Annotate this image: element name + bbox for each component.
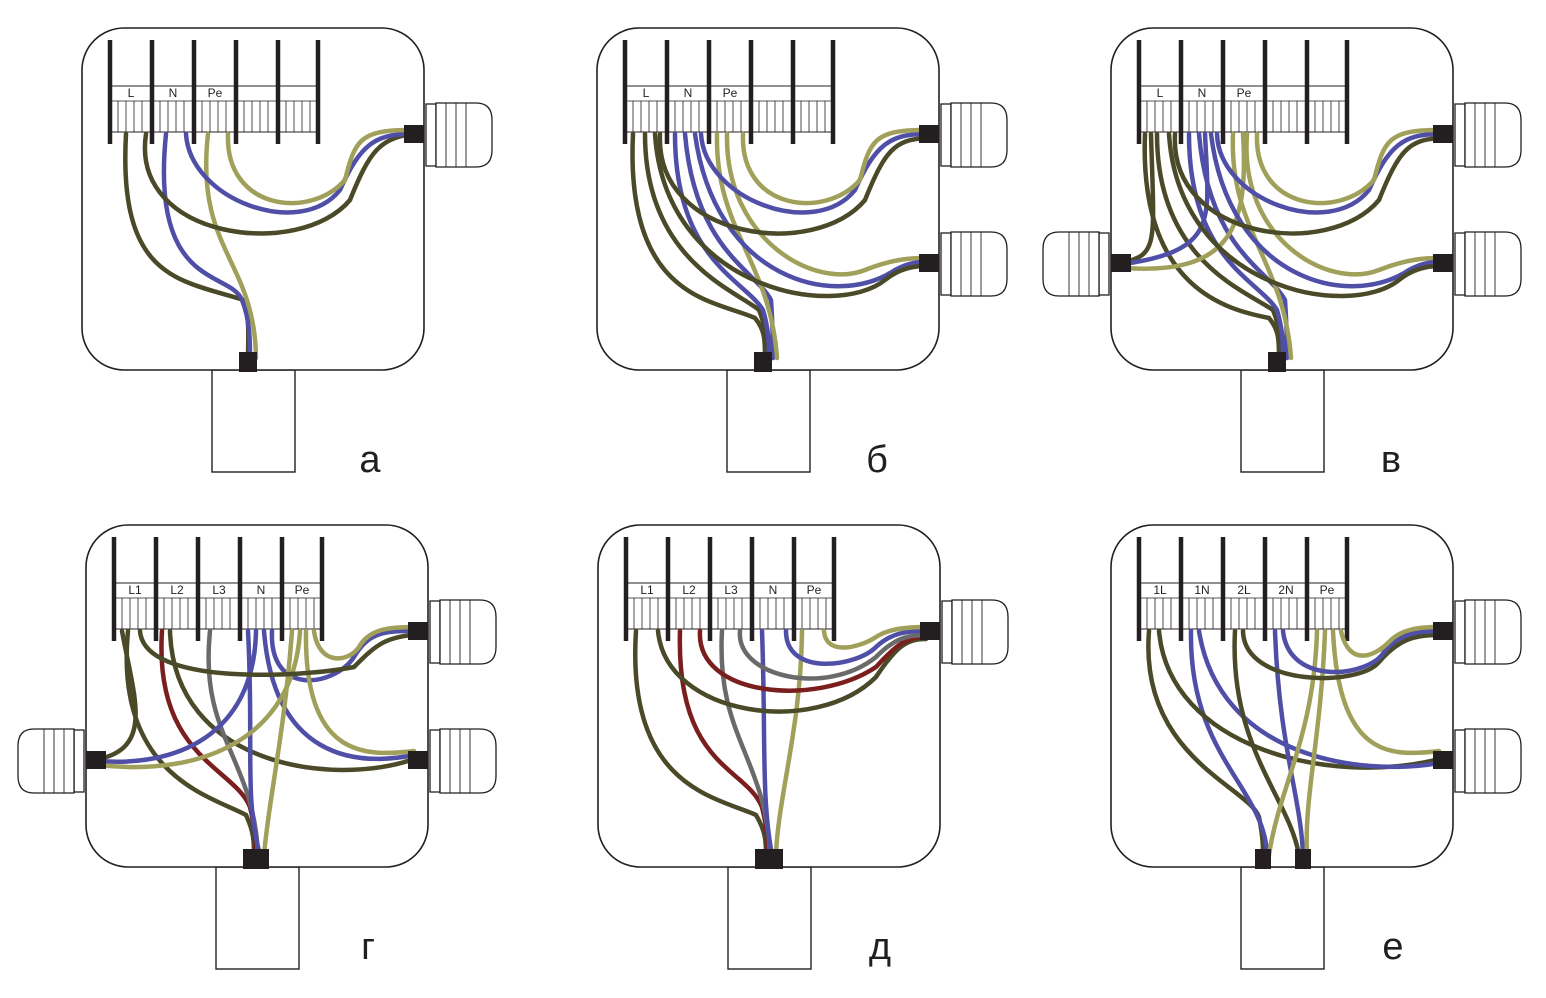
- wires: [1146, 622, 1453, 869]
- panel-caption: г: [361, 926, 375, 968]
- conduit-pipe: [1240, 866, 1325, 970]
- panel-caption: д: [869, 926, 891, 968]
- cable-gland-left: [1042, 231, 1110, 297]
- panel-a: L N Pe а: [81, 27, 493, 481]
- cable-gland-right-top: [425, 102, 493, 168]
- terminal-label-2: N: [169, 86, 178, 100]
- terminal-label-5: Pe: [295, 583, 310, 597]
- wires: [630, 125, 939, 372]
- wires: [632, 622, 940, 869]
- terminal-block: L N Pe: [1136, 40, 1350, 144]
- terminal-label-5: Pe: [807, 583, 822, 597]
- terminal-label-3: Pe: [1237, 86, 1252, 100]
- panel-b: L N Pe б: [596, 27, 1008, 481]
- junction-box: [1110, 27, 1454, 371]
- cable-gland-right-top: [941, 599, 1009, 665]
- conduit-pipe: [1240, 369, 1325, 473]
- panel-f: 1L 1N 2L 2N Pe е: [1110, 524, 1522, 970]
- panel-caption: е: [1382, 926, 1403, 968]
- conduit-pipe: [211, 369, 296, 473]
- cable-gland-right-bottom: [429, 728, 497, 794]
- panel-e: L1 L2 L3 N Pe д: [597, 524, 1009, 970]
- cable-gland-right-top: [1454, 102, 1522, 168]
- terminal-label-5: Pe: [1320, 583, 1335, 597]
- terminal-block: L N Pe: [622, 40, 836, 144]
- junction-box: [1110, 524, 1454, 868]
- terminal-block: L1 L2 L3 N Pe: [111, 537, 325, 641]
- conduit-pipe: [727, 866, 812, 970]
- terminal-label-1: L: [1157, 86, 1164, 100]
- cable-gland-right-top: [940, 102, 1008, 168]
- panel-caption: а: [359, 439, 381, 481]
- wires: [123, 125, 424, 372]
- terminal-label-4: N: [257, 583, 266, 597]
- terminal-label-2: L2: [170, 583, 184, 597]
- panel-d: L1 L2 L3 N Pe г: [17, 524, 497, 970]
- cable-gland-right-bottom: [940, 231, 1008, 297]
- wires: [1111, 125, 1453, 372]
- terminal-label-3: Pe: [208, 86, 223, 100]
- junction-box: [596, 27, 940, 371]
- terminal-label-2: N: [684, 86, 693, 100]
- terminal-label-3: L3: [212, 583, 226, 597]
- conduit-pipe: [215, 866, 300, 970]
- terminal-label-1: L: [128, 86, 135, 100]
- junction-box: [85, 524, 429, 868]
- terminal-block: 1L 1N 2L 2N Pe: [1136, 537, 1350, 641]
- terminal-block: L1 L2 L3 N Pe: [623, 537, 837, 641]
- terminal-block: L N Pe: [107, 40, 321, 144]
- panel-caption: в: [1381, 439, 1401, 481]
- terminal-label-1: L: [643, 86, 650, 100]
- terminal-label-3: L3: [724, 583, 738, 597]
- panel-caption: б: [866, 439, 888, 481]
- terminal-label-1: 1L: [1153, 583, 1167, 597]
- terminal-label-4: N: [769, 583, 778, 597]
- terminal-label-1: L1: [128, 583, 142, 597]
- terminal-label-3: 2L: [1237, 583, 1251, 597]
- terminal-label-2: L2: [682, 583, 696, 597]
- wires: [86, 622, 428, 869]
- cable-gland-right-bottom: [1454, 231, 1522, 297]
- conduit-pipe: [726, 369, 811, 473]
- cable-gland-right-bottom: [1454, 728, 1522, 794]
- cable-gland-right-top: [1454, 599, 1522, 665]
- terminal-label-2: 1N: [1194, 583, 1209, 597]
- terminal-label-2: N: [1198, 86, 1207, 100]
- terminal-label-4: 2N: [1278, 583, 1293, 597]
- terminal-label-3: Pe: [723, 86, 738, 100]
- panel-c: L N Pe: [1042, 27, 1522, 481]
- terminal-label-1: L1: [640, 583, 654, 597]
- cable-gland-right-top: [429, 599, 497, 665]
- cable-gland-left: [17, 728, 85, 794]
